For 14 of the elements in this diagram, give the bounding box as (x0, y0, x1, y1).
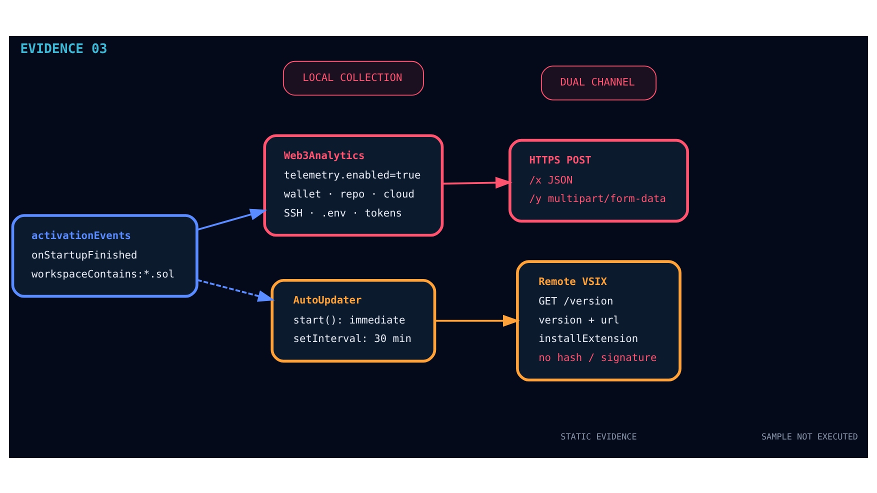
label: SAMPLE NOT EXECUTED (761, 430, 858, 441)
node-box: Web3Analytics telemetry.enabled=true wallet · repo · cloud SSH · .env · tokens (263, 134, 444, 236)
node-box: AutoUpdater start(): immediate setInterval: 30 min (270, 278, 436, 362)
node-box: DUAL CHANNEL (540, 65, 657, 100)
arrow (197, 208, 268, 230)
arrow (442, 176, 512, 188)
arrow (197, 278, 275, 302)
diagram-title: EVIDENCE 03 (20, 42, 108, 57)
node-box: activationEvents onStartupFinished workspaceContains:*.sol (11, 214, 198, 298)
node-box: LOCAL COLLECTION (282, 60, 424, 96)
node-box: HTTPS POST /x JSON /y multipart/form-data (508, 138, 689, 222)
label: STATIC EVIDENCE (560, 430, 637, 441)
node-box: Remote VSIX GET /version version + url installExtension no hash / signature (516, 260, 682, 381)
arrow (434, 314, 520, 326)
